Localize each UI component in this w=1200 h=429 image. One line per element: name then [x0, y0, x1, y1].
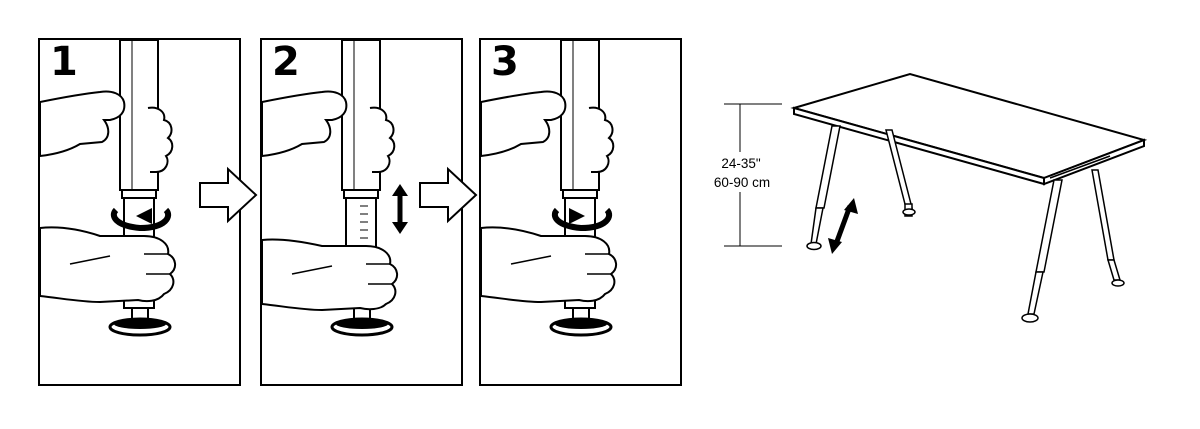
step-panel-2: 2 — [260, 38, 463, 386]
step-panel-1: 1 — [38, 38, 241, 386]
height-dimension-line — [724, 103, 782, 247]
step-number-3: 3 — [491, 39, 519, 85]
leg-loosen-illustration — [40, 40, 176, 337]
height-label-metric: 60-90 cm — [713, 175, 771, 190]
step-number-1: 1 — [50, 39, 78, 85]
leg-adjust-illustration — [262, 40, 408, 337]
next-step-arrow-2 — [419, 166, 478, 224]
step-panel-3: 3 — [479, 38, 682, 386]
adjustable-desk-illustration — [790, 72, 1148, 323]
height-label-imperial: 24-35" — [721, 156, 761, 171]
step-number-2: 2 — [272, 39, 300, 85]
next-step-arrow-1 — [199, 166, 258, 224]
leg-tighten-illustration — [481, 40, 617, 337]
